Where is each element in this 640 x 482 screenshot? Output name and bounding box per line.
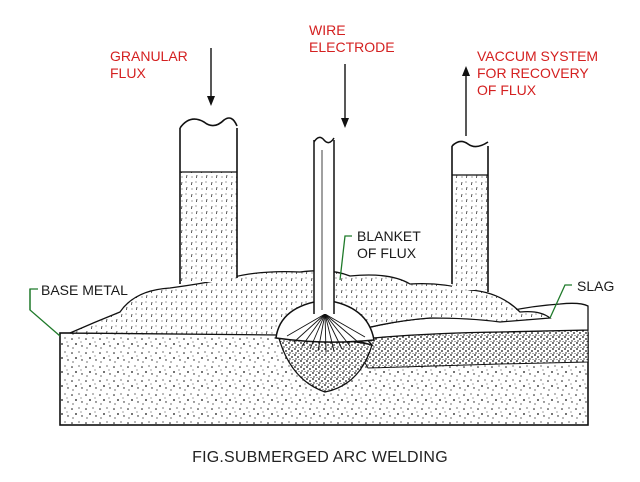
slag-label: SLAG	[577, 278, 615, 294]
arc-rays	[286, 313, 366, 353]
flux-hopper-tube	[179, 117, 238, 284]
flux-tube-fill	[180, 172, 237, 282]
electrode-break	[313, 136, 335, 144]
wire-electrode-label: WIRE ELECTRODE	[309, 22, 395, 55]
flux-tube-break	[179, 117, 238, 129]
wire-electrode-arrow	[341, 64, 349, 128]
granular-flux-arrow	[207, 48, 215, 106]
base-metal-label: BASE METAL	[41, 282, 128, 298]
leader-slag	[549, 284, 572, 319]
leader-blanket-of-flux	[339, 235, 352, 281]
vacuum-tube-break	[451, 140, 489, 148]
granular-flux-label: GRANULAR FLUX	[110, 48, 188, 81]
wire-electrode	[313, 136, 335, 314]
arc-cavity	[275, 299, 375, 353]
blanket-of-flux-label: BLANKET OF FLUX	[357, 228, 421, 261]
vacuum-tube-fill	[452, 175, 488, 290]
vacuum-system-label: VACCUM SYSTEM FOR RECOVERY OF FLUX	[477, 48, 599, 98]
figure-caption: FIG.SUBMERGED ARC WELDING	[192, 449, 448, 466]
vacuum-arrow	[462, 66, 470, 136]
vacuum-recovery-tube	[451, 140, 489, 292]
leader-lines	[29, 235, 572, 337]
